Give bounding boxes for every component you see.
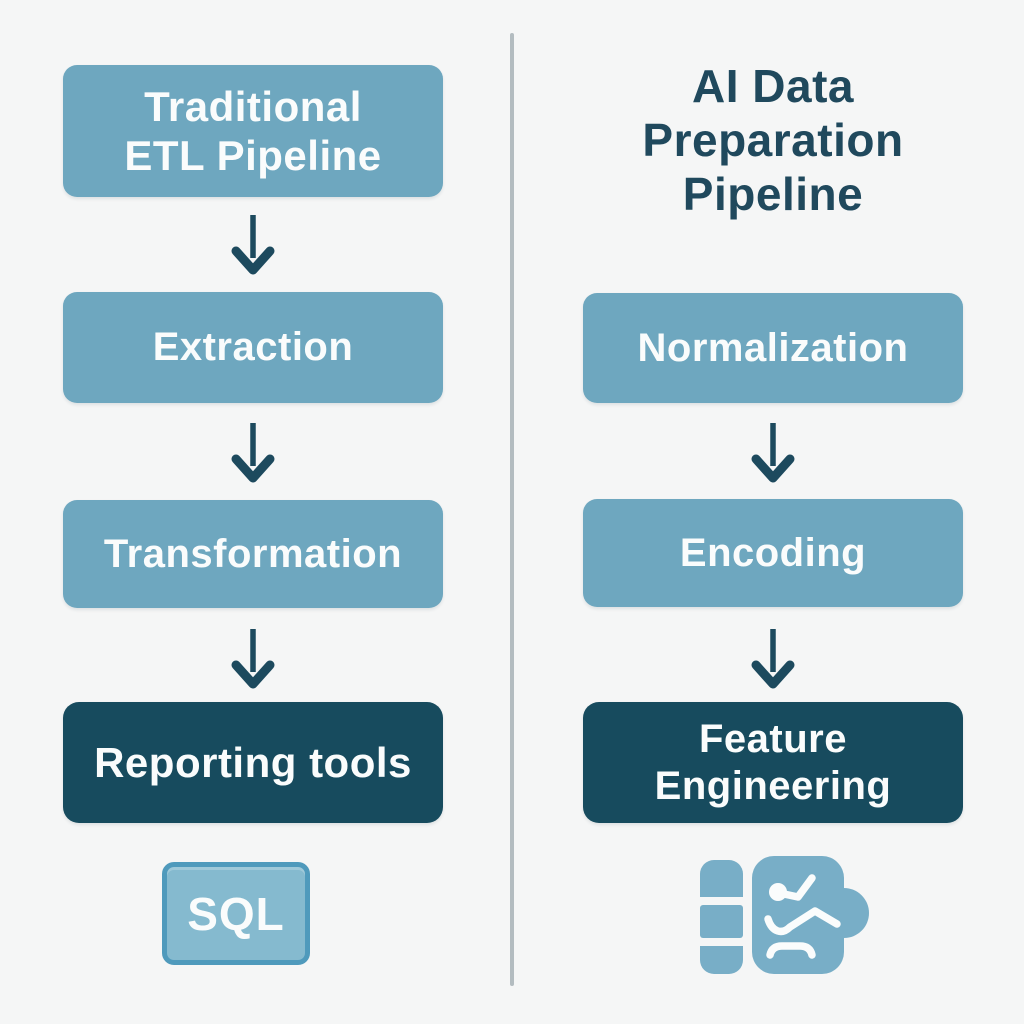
step-label: Transformation (103, 531, 403, 576)
ai-pipeline-title: AI Data Preparation Pipeline (583, 60, 963, 221)
final-line: Feature (699, 716, 847, 761)
final-line: Engineering (654, 763, 892, 808)
header-line: Traditional (144, 82, 362, 130)
down-arrow-icon (231, 420, 275, 486)
header-line: ETL Pipeline (124, 132, 382, 179)
column-divider (510, 33, 514, 986)
final-label: Reporting tools (94, 738, 412, 786)
encoding-box: Encoding (583, 499, 963, 607)
down-arrow-icon (751, 626, 795, 692)
step-label: Normalization (637, 325, 909, 370)
feature-engineering-icon (698, 856, 874, 978)
extraction-box: Extraction (63, 292, 443, 403)
reporting-tools-box: Reporting tools (63, 702, 443, 823)
traditional-etl-header-box: Traditional ETL Pipeline (63, 65, 443, 197)
down-arrow-icon (231, 626, 275, 692)
sql-label: SQL (187, 887, 285, 940)
transformation-box: Transformation (63, 500, 443, 608)
title-line: AI Data (692, 60, 854, 112)
down-arrow-icon (231, 212, 275, 278)
sql-icon: SQL (162, 862, 310, 965)
feature-engineering-box: Feature Engineering (583, 702, 963, 823)
step-label: Extraction (152, 325, 354, 370)
normalization-box: Normalization (583, 293, 963, 403)
title-line: Pipeline (682, 167, 864, 220)
down-arrow-icon (751, 420, 795, 486)
title-line: Preparation (642, 113, 904, 166)
step-label: Encoding (679, 530, 867, 575)
